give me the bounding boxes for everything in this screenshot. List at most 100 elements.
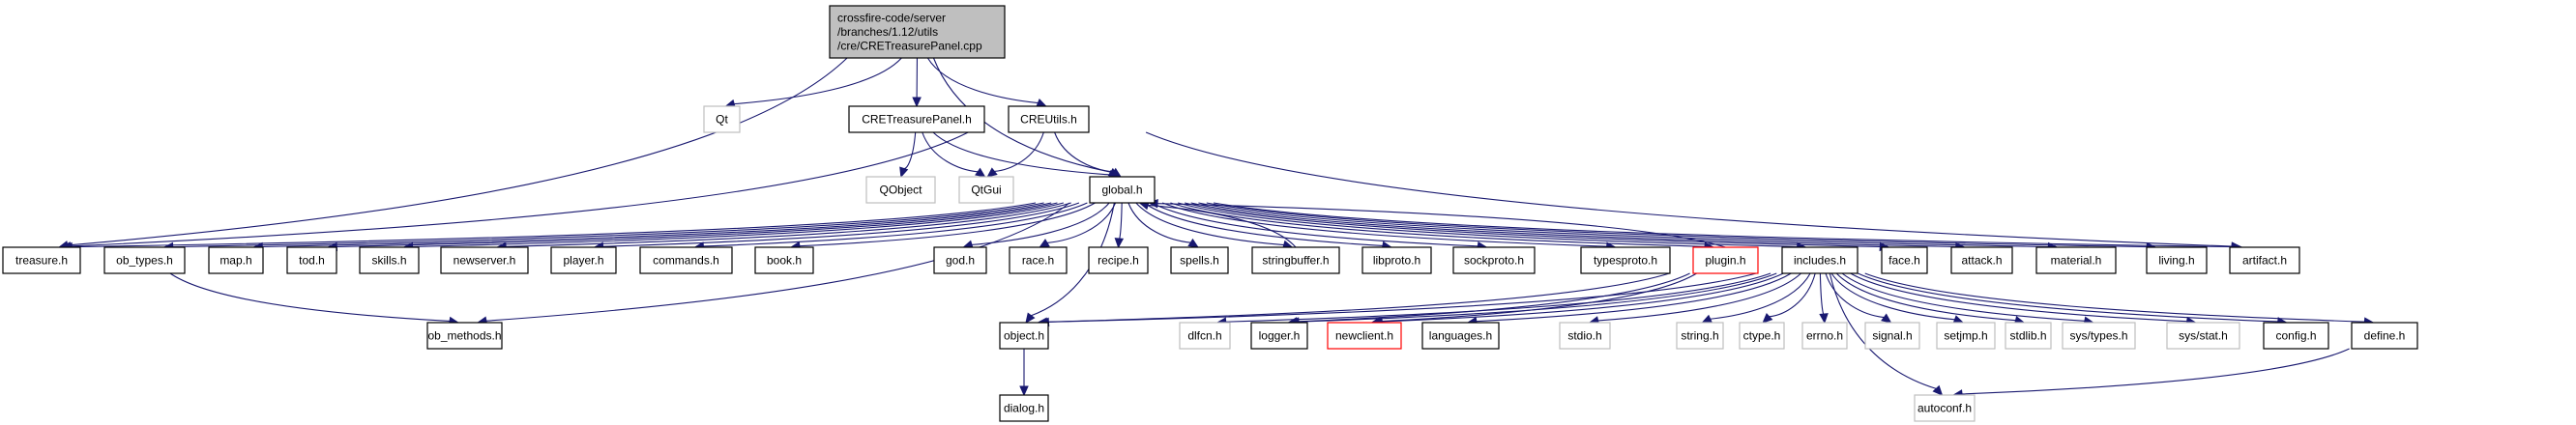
edge-includes_h-to-setjmp_h (1830, 272, 1965, 325)
node-errno-h[interactable]: errno.h (1801, 322, 1848, 350)
node-label: QtGui (971, 184, 1001, 197)
node-config-h[interactable]: config.h (2263, 322, 2329, 350)
edge-line (1206, 202, 2148, 248)
node-box (286, 246, 337, 274)
edge-line (1190, 202, 1956, 248)
node-material-h[interactable]: material.h (2035, 246, 2117, 274)
node-ob-methods-h[interactable]: ob_methods.h (426, 322, 503, 350)
node-logger-h[interactable]: logger.h (1250, 322, 1308, 350)
arrowhead-icon (1762, 313, 1773, 324)
node-player-h[interactable]: player.h (550, 246, 617, 274)
node-object-h[interactable]: object.h (999, 322, 1049, 350)
node-string-h[interactable]: string.h (1676, 322, 1724, 350)
node-map-h[interactable]: map.h (208, 246, 264, 274)
edge-creutils_h-to-qtgui (986, 131, 1044, 178)
node-book-h[interactable]: book.h (754, 246, 814, 274)
node-libproto-h[interactable]: libproto.h (1361, 246, 1432, 274)
node-artifact-h[interactable]: artifact.h (2229, 246, 2300, 274)
edge-global_h-to-attack_h (1190, 202, 1966, 252)
arrowhead-icon (1932, 384, 1944, 396)
node-box (1179, 322, 1231, 350)
node-label: config.h (2275, 329, 2316, 343)
node-skills-h[interactable]: skills.h (359, 246, 420, 274)
node-label: ob_types.h (116, 254, 173, 268)
edge-line (412, 202, 1065, 247)
arrowhead-icon (1701, 314, 1713, 324)
edge-line (1152, 202, 1478, 247)
node-box (1170, 246, 1229, 274)
node-recipe-h[interactable]: recipe.h (1088, 246, 1149, 274)
node-label: QObject (879, 184, 922, 197)
node-race-h[interactable]: race.h (1009, 246, 1068, 274)
edge-global_h-to-object_h (1025, 202, 1115, 324)
node-box (1089, 176, 1156, 204)
node-sockproto-h[interactable]: sockproto.h (1452, 246, 1536, 274)
node-treasure-h[interactable]: treasure.h (2, 246, 81, 274)
node-qobject[interactable]: QObject (865, 176, 936, 204)
node-attack-h[interactable]: attack.h (1950, 246, 2013, 274)
node-god-h[interactable]: god.h (933, 246, 987, 274)
edge-line (172, 202, 1044, 248)
node-ob-types-h[interactable]: ob_types.h (103, 246, 186, 274)
node-define-h[interactable]: define.h (2351, 322, 2418, 350)
node-dialog-h[interactable]: dialog.h (999, 394, 1049, 422)
node-spells-h[interactable]: spells.h (1170, 246, 1229, 274)
node-newclient-h[interactable]: newclient.h (1327, 322, 1402, 350)
node-sys-types-h[interactable]: sys/types.h (2062, 322, 2136, 350)
edge-line (1145, 131, 2232, 247)
edge-line (1382, 272, 1784, 323)
node-box (1361, 246, 1432, 274)
node-label: object.h (1004, 329, 1044, 343)
arrowhead-icon (986, 167, 998, 178)
node-plugin-h[interactable]: plugin.h (1692, 246, 1759, 274)
node-commands-h[interactable]: commands.h (639, 246, 733, 274)
node-cretreasurepanel-h[interactable]: CRETreasurePanel.h (848, 105, 985, 133)
edge-global_h-to-recipe_h (1114, 202, 1125, 249)
node-setjmp-h[interactable]: setjmp.h (1936, 322, 1996, 350)
node-living-h[interactable]: living.h (2146, 246, 2208, 274)
node-label: map.h (220, 254, 251, 268)
edge-line (1046, 202, 1117, 243)
node-label: artifact.h (2242, 254, 2287, 268)
node-qt[interactable]: Qt (703, 105, 741, 133)
node-label: race.h (1022, 254, 1054, 268)
node-dlfcn-h[interactable]: dlfcn.h (1179, 322, 1231, 350)
node-signal-h[interactable]: signal.h (1864, 322, 1920, 350)
arrowhead-icon (912, 97, 922, 108)
edge-root-to-cretreasurepanel_h (912, 57, 922, 108)
edge-cretreasurepanel_h-to-global_h (932, 131, 1120, 180)
node-label: libproto.h (1373, 254, 1420, 268)
edge-global_h-to-map_h (252, 202, 1052, 252)
node-stdio-h[interactable]: stdio.h (1559, 322, 1611, 350)
node-qtgui[interactable]: QtGui (958, 176, 1014, 204)
node-stringbuffer-h[interactable]: stringbuffer.h (1251, 246, 1340, 274)
node-autoconf-h[interactable]: autoconf.h (1914, 394, 1976, 422)
edge-creutils_h-to-artifact_h (1145, 131, 2242, 251)
node-label: CREUtils.h (1020, 113, 1077, 127)
arrowhead-icon (975, 167, 986, 178)
node-sys-stat-h[interactable]: sys/stat.h (2166, 322, 2240, 350)
node-box (2146, 246, 2208, 274)
node-typesproto-h[interactable]: typesproto.h (1580, 246, 1671, 274)
edge-line (337, 202, 1058, 248)
node-newserver-h[interactable]: newserver.h (440, 246, 529, 274)
node-global-h[interactable]: global.h (1089, 176, 1156, 204)
node-face-h[interactable]: face.h (1881, 246, 1928, 274)
edge-line (1835, 272, 2016, 322)
node-box (999, 322, 1049, 350)
node-tod-h[interactable]: tod.h (286, 246, 337, 274)
node-creutils-h[interactable]: CREUtils.h (1008, 105, 1090, 133)
edge-line (932, 131, 1110, 176)
node-languages-h[interactable]: languages.h (1421, 322, 1500, 350)
node-label: spells.h (1180, 254, 1219, 268)
edge-define_h-to-autoconf_h (1951, 348, 2350, 399)
node-stdlib-h[interactable]: stdlib.h (2005, 322, 2052, 350)
node-ctype-h[interactable]: ctype.h (1739, 322, 1785, 350)
node-includes-h[interactable]: includes.h (1781, 246, 1859, 274)
node-box (2166, 322, 2240, 350)
edge-line (799, 202, 1096, 247)
edge-line (1148, 204, 1297, 248)
edge-plugin_h-to-object_h (1037, 272, 1670, 327)
node-label: material.h (2051, 254, 2102, 268)
node-root[interactable]: crossfire-code/server/branches/1.12/util… (829, 5, 1006, 59)
